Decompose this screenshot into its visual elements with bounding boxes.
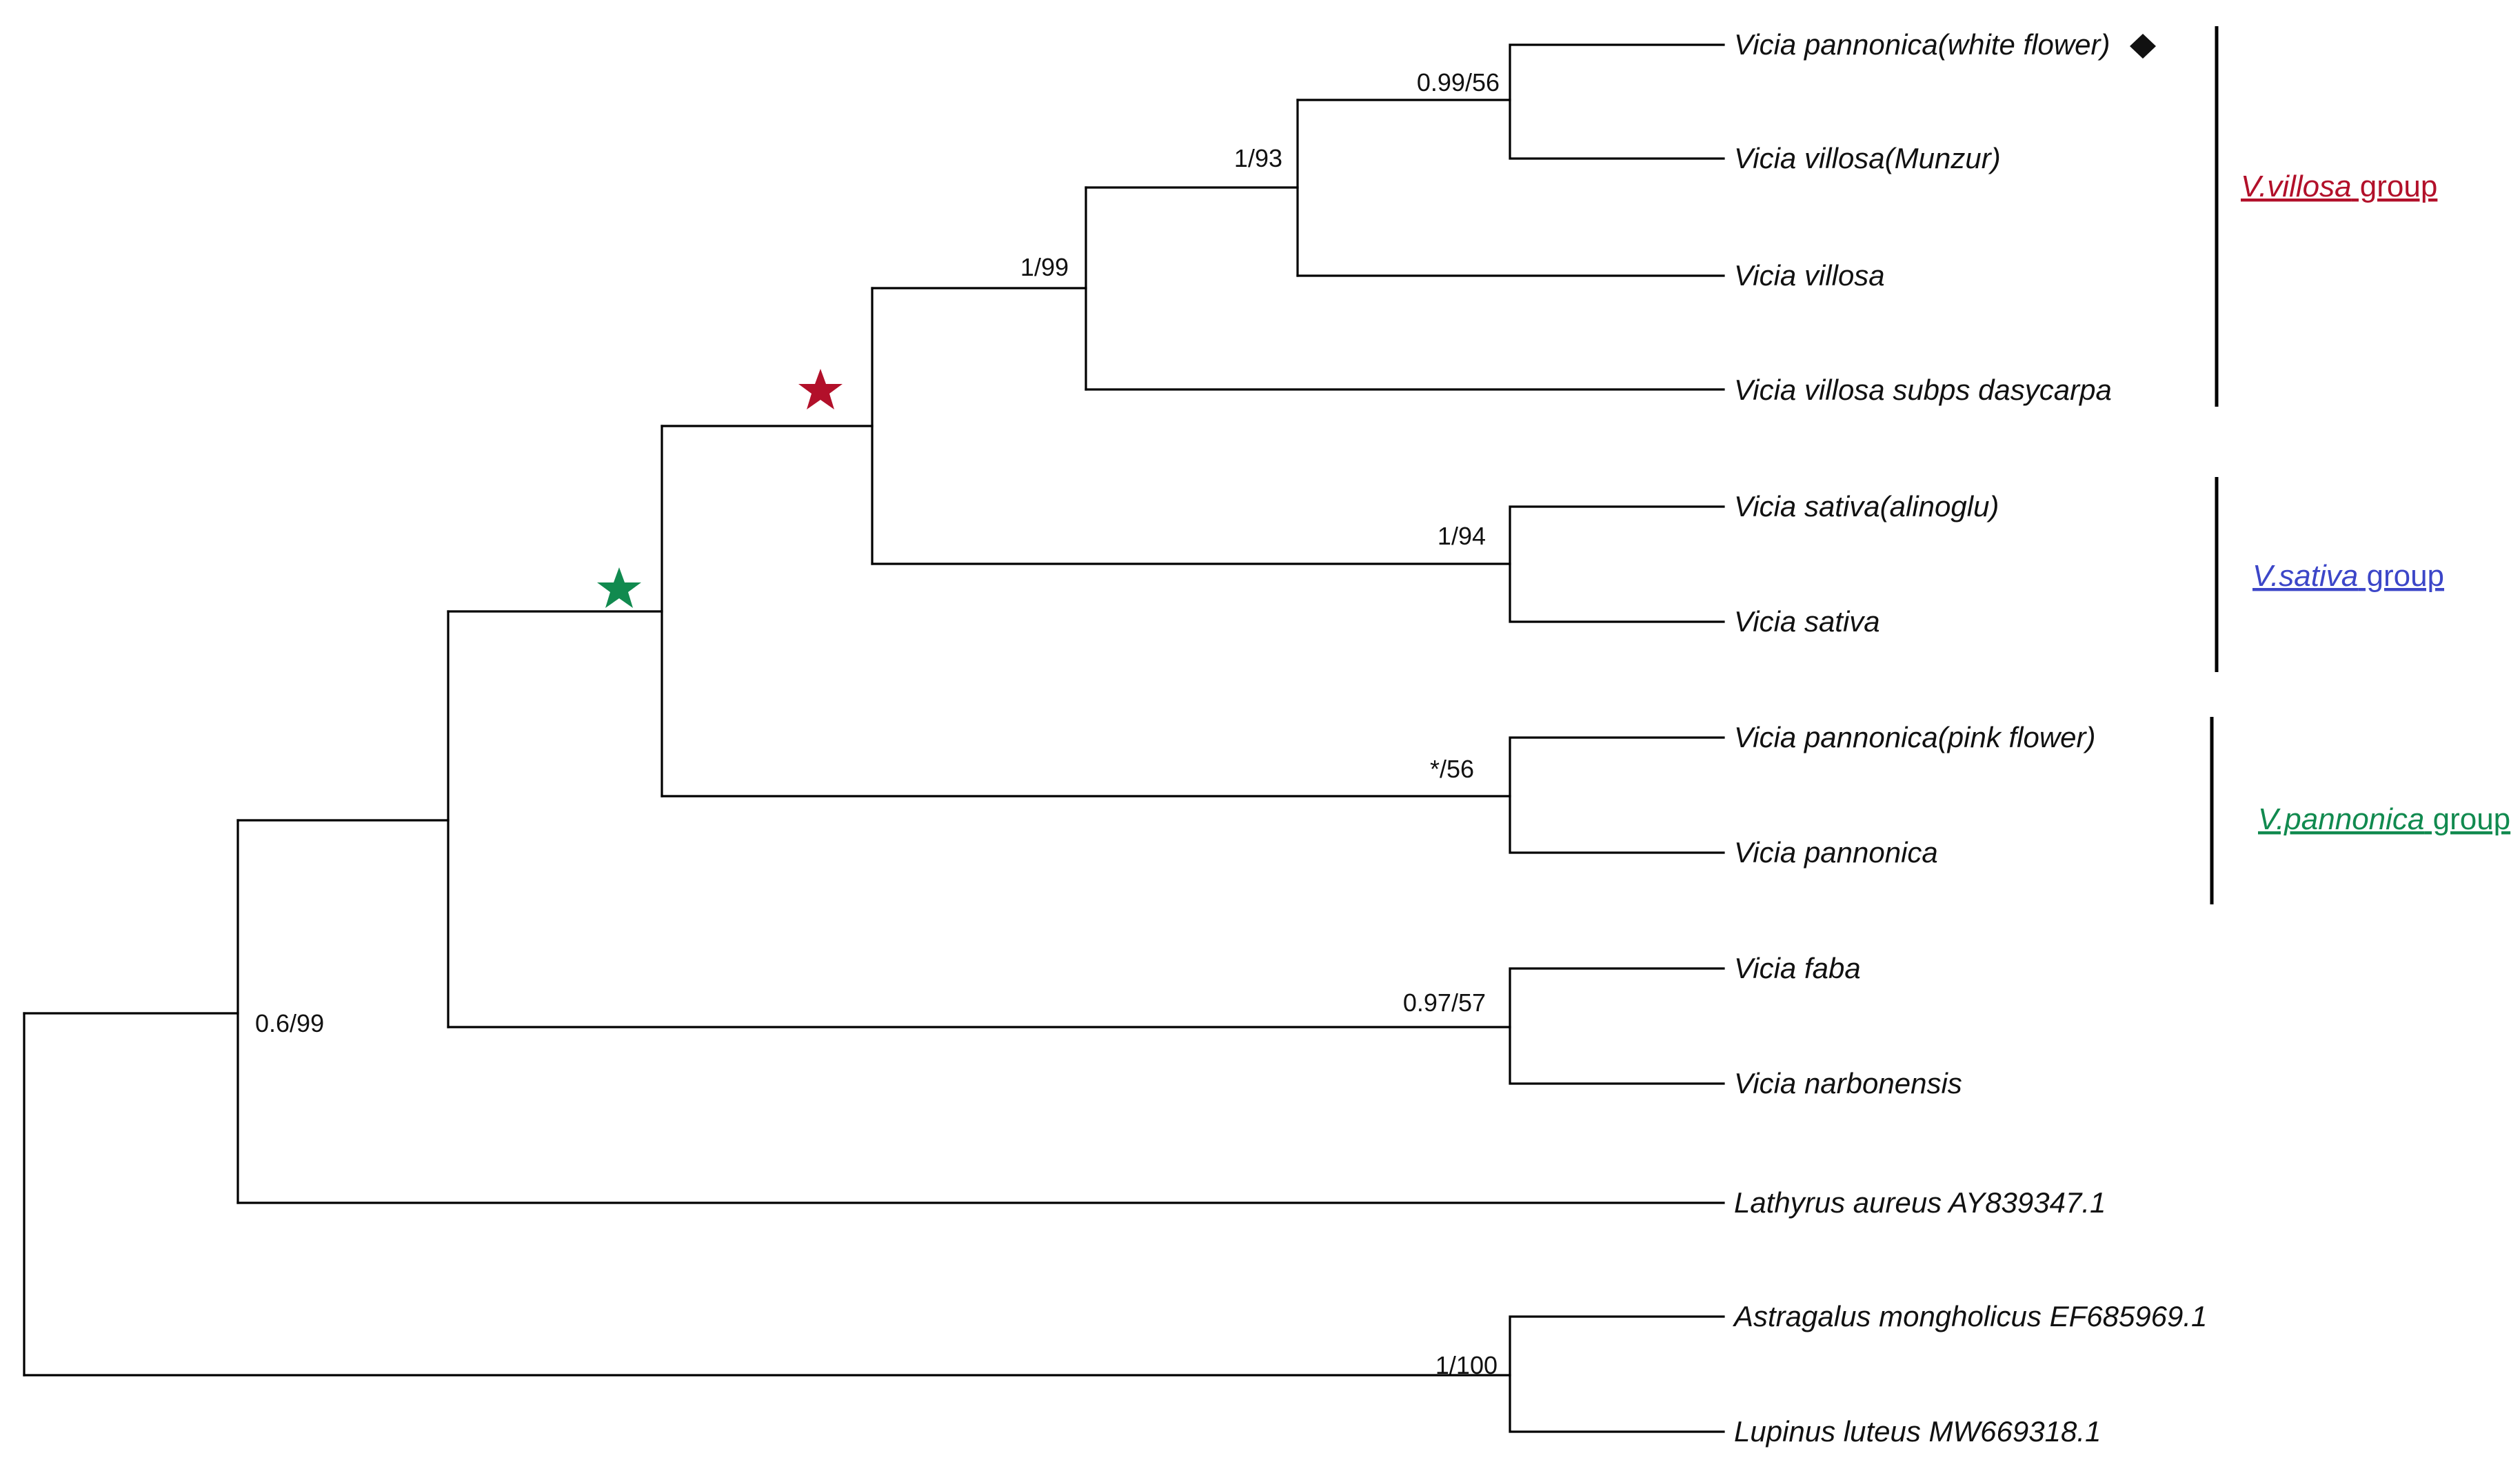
support-label: 0.97/57 (1403, 988, 1486, 1017)
star-icon (597, 567, 641, 608)
taxon-label: Vicia pannonica(white flower) (1734, 28, 2110, 61)
support-values: 0.99/56 1/93 1/99 1/94 */56 0.97/57 0.6/… (255, 68, 1500, 1379)
taxon-label: Vicia sativa(alinoglu) (1734, 490, 1999, 523)
branch-node-k (1509, 1315, 1725, 1433)
group-bars (2210, 26, 2219, 904)
support-label: */56 (1430, 755, 1474, 783)
support-label: 0.6/99 (255, 1009, 324, 1037)
branch-node-g (1509, 43, 1725, 160)
branch-node-h (1509, 505, 1725, 623)
taxon-label: Lathyrus aureus AY839347.1 (1734, 1186, 2106, 1219)
support-label: 1/99 (1020, 253, 1069, 281)
branch-node-i (1509, 736, 1725, 854)
support-label: 1/93 (1234, 144, 1282, 172)
taxon-label: Vicia villosa subps dasycarpa (1734, 374, 2112, 406)
group-label-sativa: V.sativa group (2252, 559, 2444, 593)
taxon-label: Vicia narbonensis (1734, 1067, 1962, 1099)
star-icon (798, 369, 843, 409)
taxon-label: Vicia villosa(Munzur) (1734, 142, 2001, 174)
taxon-label: Vicia pannonica(pink flower) (1734, 721, 2096, 753)
support-label: 1/94 (1438, 522, 1486, 550)
taxon-label: Astragalus mongholicus EF685969.1 (1732, 1300, 2207, 1332)
support-label: 1/100 (1435, 1351, 1498, 1379)
taxon-label: Vicia villosa (1734, 259, 1885, 292)
diamond-icon (2130, 34, 2156, 59)
tree-branches (23, 43, 1725, 1433)
group-label-pannonica: V.pannonica group (2258, 802, 2510, 836)
taxon-label: Vicia sativa (1734, 605, 1880, 638)
markers (597, 34, 2156, 608)
group-labels: V.villosa group V.sativa group V.pannoni… (2241, 170, 2510, 836)
taxon-label: Vicia faba (1734, 952, 1861, 984)
support-label: 0.99/56 (1417, 68, 1500, 97)
taxon-label: Lupinus luteus MW669318.1 (1734, 1415, 2101, 1448)
taxon-labels: Vicia pannonica(white flower) Vicia vill… (1732, 28, 2207, 1448)
branch-node-j (1509, 967, 1725, 1085)
taxon-label: Vicia pannonica (1734, 836, 1938, 869)
group-label-villosa: V.villosa group (2241, 170, 2437, 203)
